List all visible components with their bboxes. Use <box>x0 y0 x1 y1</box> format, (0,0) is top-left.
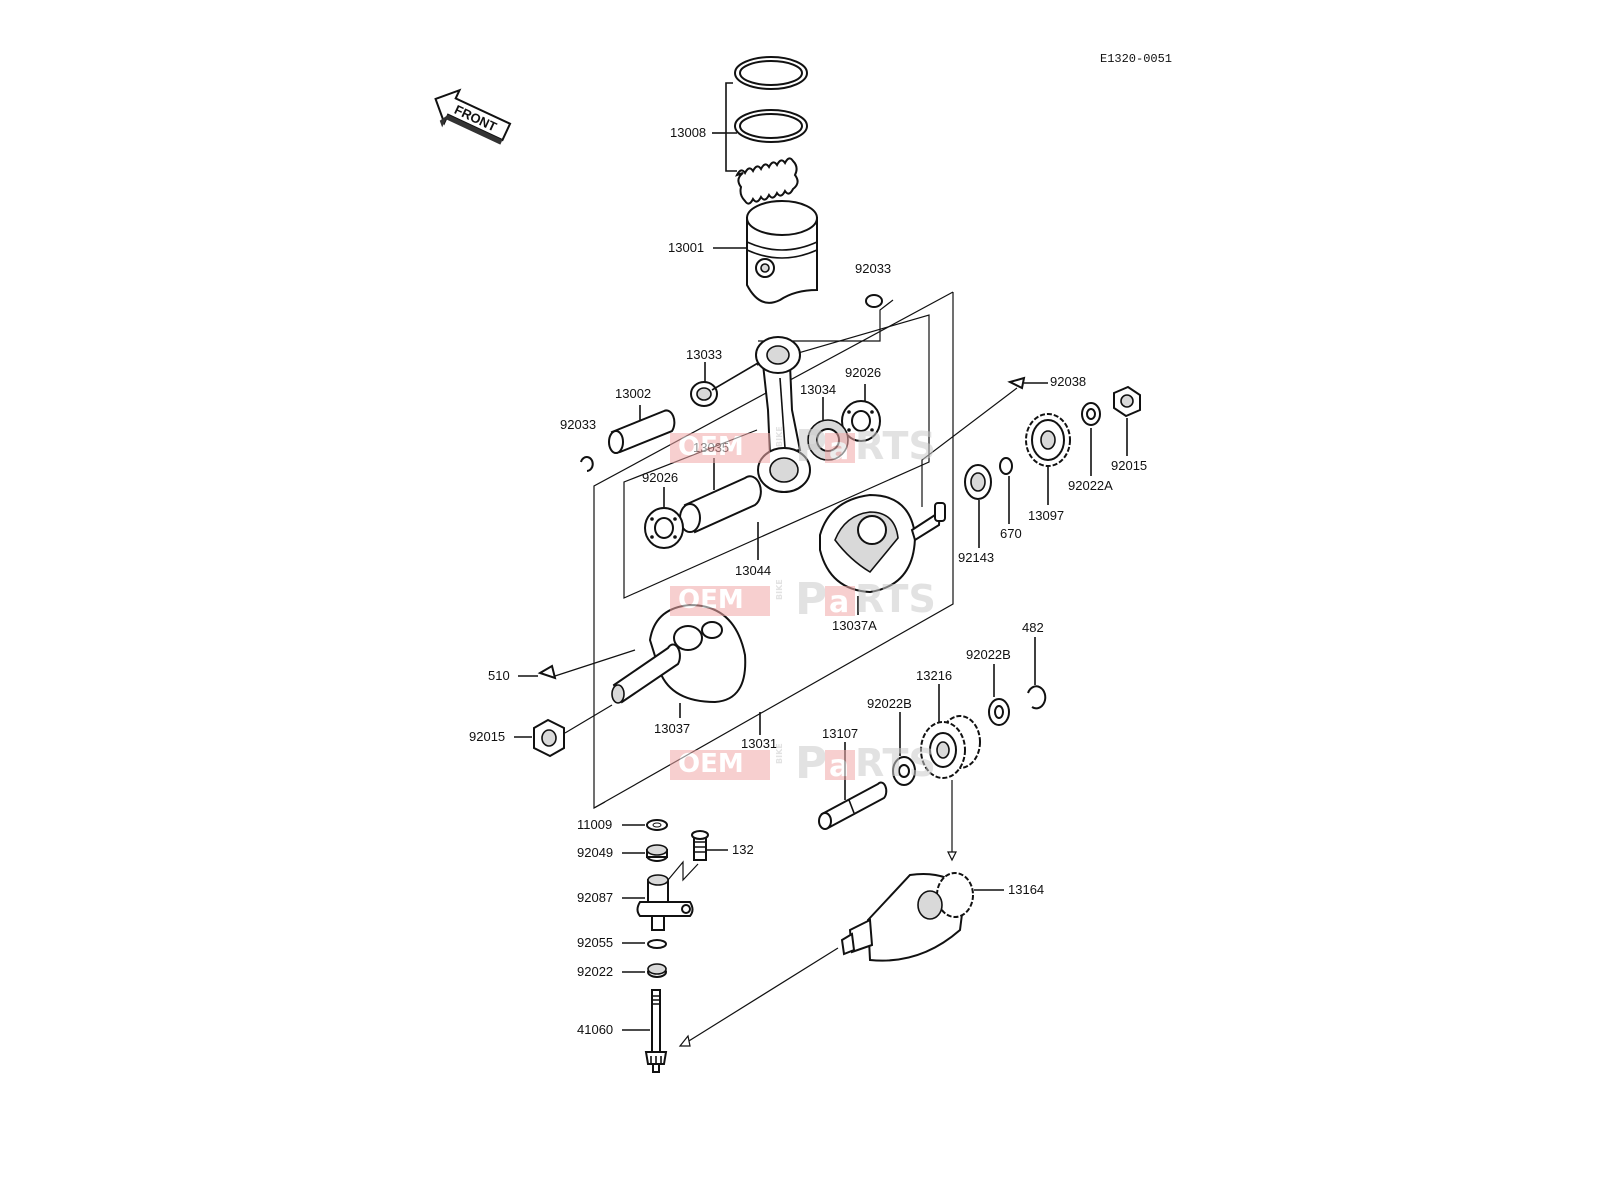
diagram-code: E1320-0051 <box>1100 52 1172 66</box>
label-13008: 13008 <box>670 125 706 140</box>
label-92022B-top: 92022B <box>966 647 1011 662</box>
label-92015-left: 92015 <box>469 729 505 744</box>
label-13037: 13037 <box>654 721 690 736</box>
svg-text:RTS: RTS <box>855 741 936 785</box>
svg-text:OEM: OEM <box>678 749 744 779</box>
label-670: 670 <box>1000 526 1022 541</box>
label-482: 482 <box>1022 620 1044 635</box>
clip-92033-top <box>865 294 883 308</box>
svg-text:BIKE: BIKE <box>775 426 784 447</box>
svg-text:OEM: OEM <box>678 585 744 615</box>
gear-13216 <box>920 715 981 779</box>
bolt-132 <box>691 830 709 861</box>
svg-text:P: P <box>795 738 827 789</box>
front-arrow-icon: FRONT <box>434 88 512 145</box>
washer-92022 <box>647 963 667 978</box>
bearing-92143 <box>964 464 992 500</box>
circlip-482 <box>1027 685 1047 710</box>
crank-pin <box>679 475 762 534</box>
label-92026-top: 92026 <box>845 365 881 380</box>
oring-670 <box>999 457 1013 475</box>
label-13037A: 13037A <box>832 618 877 633</box>
seal-92049 <box>646 844 668 862</box>
label-92015-top: 92015 <box>1111 458 1147 473</box>
washer-92026-left <box>644 507 684 549</box>
piston-pin <box>608 409 676 454</box>
svg-text:RTS: RTS <box>855 577 936 621</box>
label-13107: 13107 <box>822 726 858 741</box>
label-13031: 13031 <box>741 736 777 751</box>
svg-text:BIKE: BIKE <box>775 743 784 764</box>
crank-half-13037 <box>611 603 747 704</box>
bearing-13033 <box>690 362 759 407</box>
label-13097: 13097 <box>1028 508 1064 523</box>
label-13164: 13164 <box>1008 882 1044 897</box>
svg-text:BIKE: BIKE <box>775 579 784 600</box>
svg-text:RTS: RTS <box>855 424 936 468</box>
label-92049: 92049 <box>577 845 613 860</box>
connecting-rod <box>755 336 811 493</box>
svg-text:a: a <box>829 585 849 620</box>
svg-text:OEM: OEM <box>678 432 744 462</box>
label-92038: 92038 <box>1050 374 1086 389</box>
piston-rings <box>725 56 808 205</box>
svg-text:P: P <box>795 421 827 472</box>
watermark-logo-2: OEM BIKE P a RTS <box>670 574 936 625</box>
svg-text:P: P <box>795 574 827 625</box>
label-510: 510 <box>488 668 510 683</box>
label-92022: 92022 <box>577 964 613 979</box>
label-13034: 13034 <box>800 382 836 397</box>
gear-13097 <box>1025 413 1071 467</box>
svg-text:a: a <box>829 432 849 467</box>
label-92033-left: 92033 <box>560 417 596 432</box>
balancer-13164 <box>840 872 974 962</box>
label-92087: 92087 <box>577 890 613 905</box>
label-41060: 41060 <box>577 1022 613 1037</box>
key-510 <box>537 664 557 680</box>
label-92055: 92055 <box>577 935 613 950</box>
label-13001: 13001 <box>668 240 704 255</box>
label-92033-top: 92033 <box>855 261 891 276</box>
washer-92026-top <box>841 400 881 442</box>
label-132: 132 <box>732 842 754 857</box>
label-11009: 11009 <box>577 817 612 832</box>
clip-92033-left <box>580 456 594 472</box>
label-13002: 13002 <box>615 386 651 401</box>
shaft-41060 <box>644 989 668 1073</box>
label-13216: 13216 <box>916 668 952 683</box>
nut-92015-left <box>533 718 565 758</box>
watermark-logo-1: OEM BIKE P a RTS <box>670 421 936 472</box>
label-92026-left: 92026 <box>642 470 678 485</box>
nut-92015-top <box>1113 385 1141 418</box>
svg-text:a: a <box>829 749 849 784</box>
watermark-logo-3: OEM BIKE P a RTS <box>670 738 936 789</box>
crank-half-13037a <box>819 493 946 594</box>
label-13044: 13044 <box>735 563 771 578</box>
label-92022A: 92022A <box>1068 478 1113 493</box>
label-13033: 13033 <box>686 347 722 362</box>
label-92143: 92143 <box>958 550 994 565</box>
piston <box>746 200 818 304</box>
oring-92055 <box>647 939 667 949</box>
shaft-13107 <box>818 781 888 830</box>
label-92022B-mid: 92022B <box>867 696 912 711</box>
fitting-92087 <box>636 874 694 931</box>
key-92038 <box>1007 376 1026 390</box>
